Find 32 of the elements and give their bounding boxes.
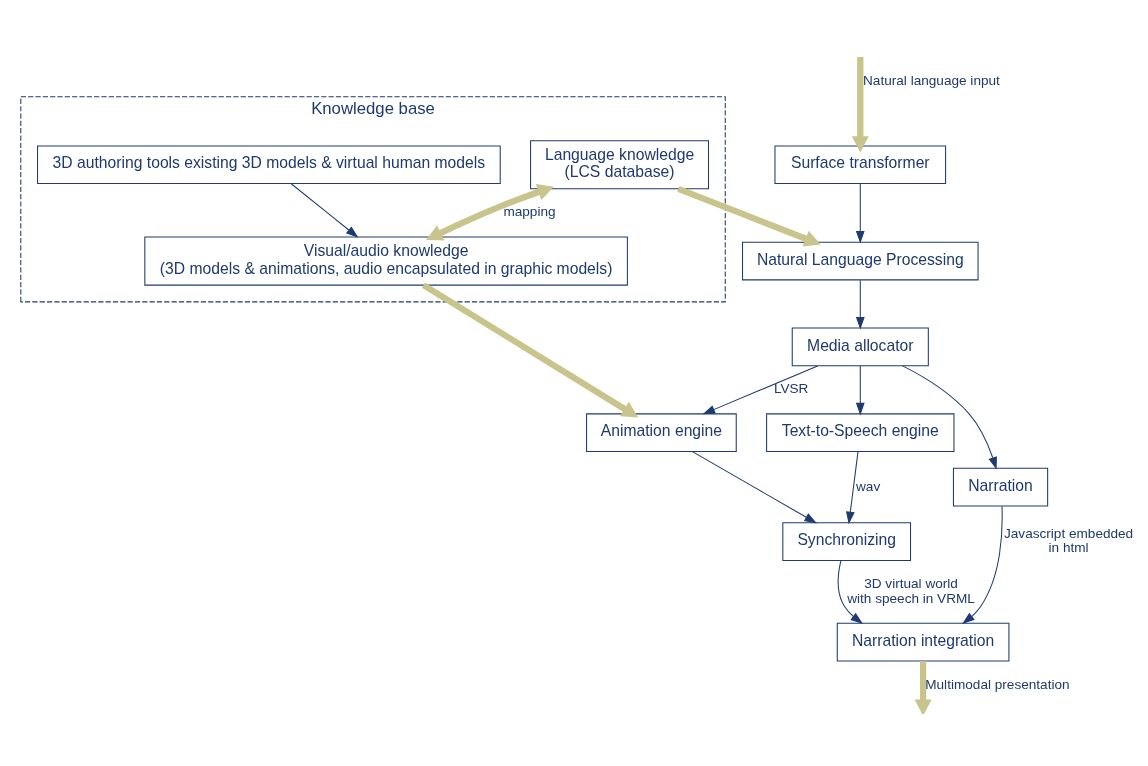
arrow <box>855 183 865 244</box>
arrow <box>426 183 554 241</box>
arrow <box>855 365 865 416</box>
arrow <box>902 365 997 470</box>
arrow <box>677 185 821 247</box>
node-box: Surface transformer <box>774 145 947 185</box>
node-box: Media allocator <box>791 327 929 367</box>
arrow <box>845 451 859 525</box>
arrow <box>421 282 639 418</box>
node-box: Language knowledge (LCS database) <box>530 140 710 190</box>
arrow <box>702 365 819 415</box>
arrow <box>290 183 359 238</box>
edge-label: Javascript embedded in html <box>1003 525 1134 556</box>
node-box: Narration integration <box>836 622 1010 662</box>
arrow <box>914 661 932 714</box>
node-box: Visual/audio knowledge (3D models & animations, audio encapsulated in graphic models) <box>144 236 628 286</box>
node-box: Narration <box>952 467 1049 507</box>
edge-label: mapping <box>503 204 556 220</box>
arrow <box>837 560 864 624</box>
edge-label: 3D virtual world with speech in VRML <box>847 576 975 606</box>
node-box: Animation engine <box>586 413 737 453</box>
edge-label: wav <box>856 478 881 494</box>
node-box: Synchronizing <box>782 522 912 561</box>
edge-label: Natural language input <box>863 72 1000 88</box>
edge-label: Multimodal presentation <box>925 676 1070 692</box>
edge-label: LVSR <box>773 381 809 397</box>
node-box: 3D authoring tools existing 3D models & virtual human models <box>37 145 501 185</box>
arrow <box>691 451 817 524</box>
arrow <box>962 505 1003 625</box>
arrow <box>855 279 865 330</box>
node-box: Natural Language Processing <box>742 241 979 281</box>
node-box: Text-to-Speech engine <box>766 413 955 453</box>
